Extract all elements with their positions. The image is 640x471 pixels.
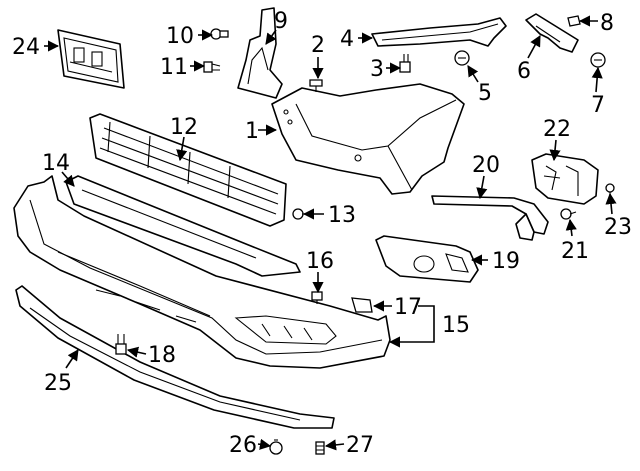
fastener-screw-7	[590, 52, 606, 68]
side-mount-bracket	[525, 13, 579, 53]
callout-26: 26	[229, 433, 257, 458]
callout-13: 13	[328, 203, 356, 228]
callout-14: 14	[42, 151, 70, 176]
fastener-clip-26	[269, 439, 283, 455]
callout-19: 19	[492, 249, 520, 274]
callout-20: 20	[472, 153, 500, 178]
callout-8: 8	[600, 11, 614, 36]
grille-molding	[65, 175, 301, 277]
callout-17: 17	[394, 295, 422, 320]
callout-4: 4	[340, 27, 354, 52]
leader-lines	[44, 15, 617, 451]
callout-11: 11	[160, 55, 188, 80]
callout-10: 10	[166, 24, 194, 49]
fastener-screw-18	[115, 334, 127, 355]
fastener-bolt-27	[315, 441, 325, 455]
callout-15: 15	[442, 313, 470, 338]
callout-21: 21	[561, 239, 589, 264]
callout-1: 1	[245, 119, 259, 144]
fastener-nut-8	[567, 15, 581, 27]
callout-27: 27	[346, 433, 374, 458]
callout-6: 6	[517, 59, 531, 84]
fog-lamp-bezel	[375, 235, 479, 283]
callout-5: 5	[478, 81, 492, 106]
upper-support-rail	[371, 17, 507, 47]
callout-labels: 1 2 3 4 5 6 7 8 9 10 11 12 13 14 15 16 1…	[12, 9, 632, 458]
callout-25: 25	[44, 371, 72, 396]
callout-24: 24	[12, 35, 40, 60]
callout-2: 2	[311, 33, 325, 58]
callout-9: 9	[274, 9, 288, 34]
fog-lamp-trim	[431, 195, 549, 241]
fastener-bolt-3	[399, 54, 411, 73]
license-plate-bracket	[57, 29, 125, 89]
callout-18: 18	[148, 343, 176, 368]
callout-12: 12	[170, 115, 198, 140]
fastener-screw-21	[560, 208, 577, 220]
fastener-screw-5	[454, 50, 470, 66]
upper-bumper-cover	[271, 83, 465, 195]
fastener-clip-17	[351, 297, 373, 313]
fastener-bolt-11	[203, 61, 221, 73]
fastener-clip-10	[210, 28, 229, 40]
callout-22: 22	[543, 117, 571, 142]
lower-valance	[15, 285, 335, 429]
fog-lamp-housing	[531, 153, 599, 205]
callout-3: 3	[370, 57, 384, 82]
callout-23: 23	[604, 215, 632, 240]
lower-grille	[89, 113, 287, 227]
callout-16: 16	[306, 249, 334, 274]
callout-7: 7	[591, 93, 605, 118]
fastener-screw-2	[309, 79, 323, 92]
